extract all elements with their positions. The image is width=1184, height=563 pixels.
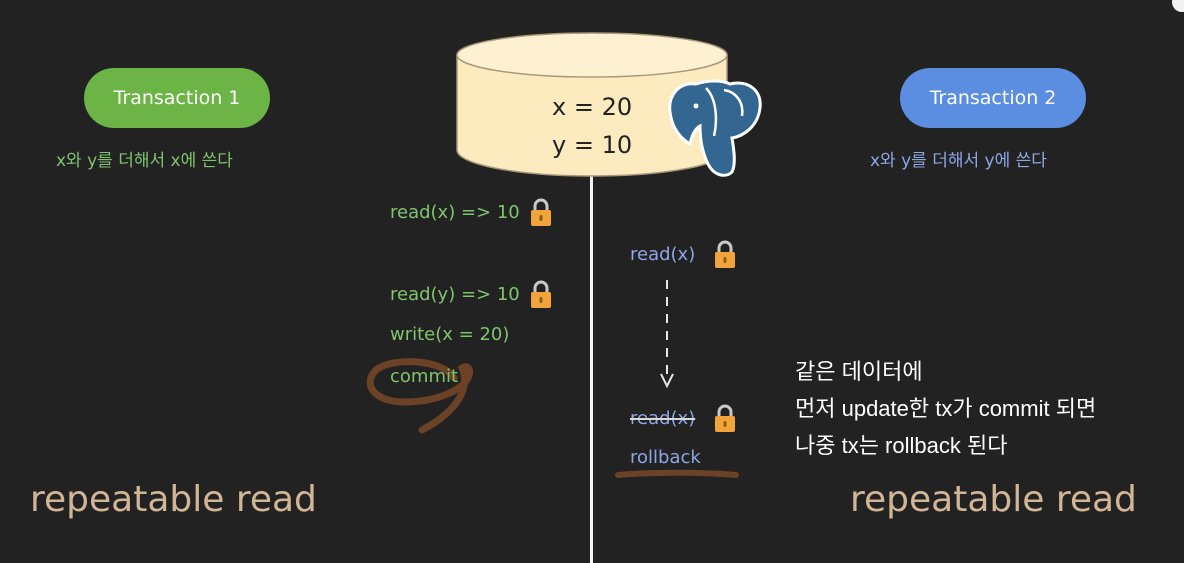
tx1-read-x: read(x) => 10 xyxy=(390,202,520,223)
tx1-write-x: write(x = 20) xyxy=(390,324,510,345)
corner-indicator xyxy=(1172,0,1184,12)
tx1-commit: commit xyxy=(390,366,459,387)
database-cylinder xyxy=(456,32,728,177)
note-line-2: 먼저 update한 tx가 commit 되면 xyxy=(795,396,1097,421)
tx2-read-x-struck: read(x) xyxy=(630,408,696,429)
tx2-read-x: read(x) xyxy=(630,244,696,265)
lock-icon xyxy=(715,404,735,432)
note-line-1: 같은 데이터에 xyxy=(795,359,923,384)
tx2-rollback: rollback xyxy=(630,447,701,468)
postgresql-elephant-icon xyxy=(668,79,762,177)
timeline-divider xyxy=(590,170,593,563)
commit-annotation-scribble xyxy=(366,358,474,434)
transaction-1-badge: Transaction 1 xyxy=(84,68,270,128)
lock-icon xyxy=(531,198,551,226)
tx1-read-y: read(y) => 10 xyxy=(390,284,520,305)
wait-arrow xyxy=(660,280,674,389)
tx2-isolation-level: repeatable read xyxy=(850,479,1137,520)
note-line-3: 나중 tx는 rollback 된다 xyxy=(795,433,1008,458)
transaction-1-description: x와 y를 더해서 x에 쓴다 xyxy=(56,151,233,171)
db-value-y: y = 10 xyxy=(552,131,633,159)
db-value-x: x = 20 xyxy=(552,93,633,121)
lock-icon xyxy=(531,280,551,308)
transaction-2-description: x와 y를 더해서 y에 쓴다 xyxy=(870,151,1047,171)
transaction-2-badge: Transaction 2 xyxy=(900,68,1086,128)
lock-icon xyxy=(715,240,735,268)
tx1-isolation-level: repeatable read xyxy=(30,479,317,520)
rollback-underline xyxy=(615,469,739,478)
